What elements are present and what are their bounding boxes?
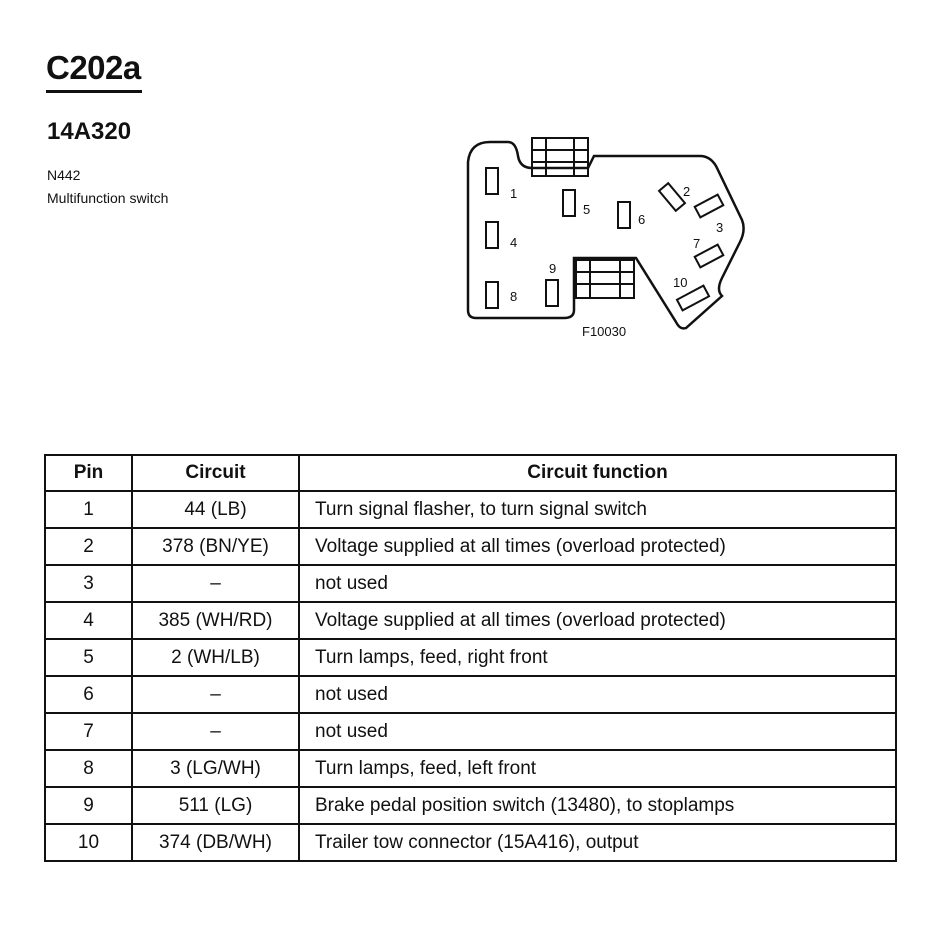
circuit-cell: 385 (WH/RD) (131, 601, 300, 640)
function-cell: Voltage supplied at all times (overload … (298, 601, 897, 640)
function-cell: Turn signal flasher, to turn signal swit… (298, 490, 897, 529)
terminal-5 (562, 189, 576, 217)
table-row: 8 3 (LG/WH) Turn lamps, feed, left front (44, 749, 897, 788)
pin-label-8: 8 (510, 289, 517, 304)
pin-label-9: 9 (549, 261, 556, 276)
column-header-circuit: Circuit (131, 454, 300, 492)
table-row: 2 378 (BN/YE) Voltage supplied at all ti… (44, 527, 897, 566)
circuit-cell: 3 (LG/WH) (131, 749, 300, 788)
circuit-cell: 378 (BN/YE) (131, 527, 300, 566)
column-header-pin: Pin (44, 454, 133, 492)
pin-label-10: 10 (673, 275, 687, 290)
circuit-cell: 44 (LB) (131, 490, 300, 529)
table-row: 10 374 (DB/WH) Trailer tow connector (15… (44, 823, 897, 862)
table-row: 9 511 (LG) Brake pedal position switch (… (44, 786, 897, 825)
pin-label-2: 2 (683, 184, 690, 199)
function-cell: Trailer tow connector (15A416), output (298, 823, 897, 862)
connector-housing-outline (466, 140, 745, 330)
connector-code: N442 (47, 167, 81, 183)
pin-label-5: 5 (583, 202, 590, 217)
table-row: 5 2 (WH/LB) Turn lamps, feed, right fron… (44, 638, 897, 677)
circuit-cell: – (131, 712, 300, 751)
pin-label-1: 1 (510, 186, 517, 201)
part-number: 14A320 (47, 118, 132, 145)
title-underline (46, 90, 142, 93)
function-cell: Voltage supplied at all times (overload … (298, 527, 897, 566)
terminal-2 (657, 181, 687, 213)
pin-cell: 5 (44, 638, 133, 677)
function-cell: not used (298, 564, 897, 603)
table-row: 1 44 (LB) Turn signal flasher, to turn s… (44, 490, 897, 529)
function-cell: not used (298, 675, 897, 714)
function-cell: Brake pedal position switch (13480), to … (298, 786, 897, 825)
pin-cell: 6 (44, 675, 133, 714)
table-row: 3 – not used (44, 564, 897, 603)
pin-cell: 1 (44, 490, 133, 529)
function-cell: Turn lamps, feed, right front (298, 638, 897, 677)
pin-cell: 4 (44, 601, 133, 640)
connector-id: C202a (46, 49, 141, 86)
column-header-circuit-function: Circuit function (298, 454, 897, 492)
table-row: 7 – not used (44, 712, 897, 751)
table-header-row: Pin Circuit Circuit function (44, 454, 897, 492)
terminal-6 (617, 201, 631, 229)
function-cell: Turn lamps, feed, left front (298, 749, 897, 788)
figure-label: F10030 (582, 324, 626, 339)
terminal-4 (485, 221, 499, 249)
pin-cell: 2 (44, 527, 133, 566)
function-cell: not used (298, 712, 897, 751)
pin-cell: 3 (44, 564, 133, 603)
pin-table: Pin Circuit Circuit function 1 44 (LB) T… (44, 454, 897, 862)
circuit-cell: – (131, 675, 300, 714)
table-row: 4 385 (WH/RD) Voltage supplied at all ti… (44, 601, 897, 640)
terminal-7 (693, 243, 725, 269)
connector-name: Multifunction switch (47, 190, 169, 206)
top-latch (531, 137, 589, 177)
terminal-3 (693, 193, 725, 219)
circuit-cell: – (131, 564, 300, 603)
pin-label-6: 6 (638, 212, 645, 227)
terminal-9 (545, 279, 559, 307)
pin-cell: 10 (44, 823, 133, 862)
pin-label-7: 7 (693, 236, 700, 251)
pin-cell: 8 (44, 749, 133, 788)
pin-cell: 7 (44, 712, 133, 751)
pin-label-3: 3 (716, 220, 723, 235)
circuit-cell: 374 (DB/WH) (131, 823, 300, 862)
terminal-1 (485, 167, 499, 195)
terminal-8 (485, 281, 499, 309)
table-row: 6 – not used (44, 675, 897, 714)
pin-label-4: 4 (510, 235, 517, 250)
middle-latch (575, 259, 635, 299)
circuit-cell: 2 (WH/LB) (131, 638, 300, 677)
terminal-10 (675, 284, 711, 312)
circuit-cell: 511 (LG) (131, 786, 300, 825)
connector-face-diagram: 1 2 3 4 5 6 7 8 9 10 F10030 (460, 132, 760, 347)
pin-cell: 9 (44, 786, 133, 825)
